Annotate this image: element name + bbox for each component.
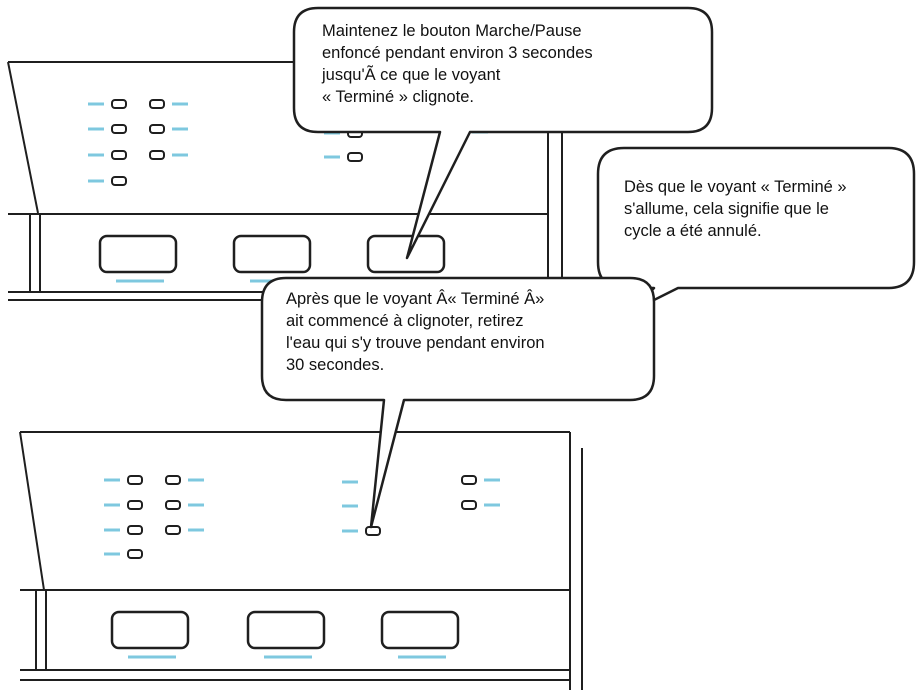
indicator-light [149,99,165,109]
indicator-row [461,500,500,510]
indicator-light [165,500,181,510]
indicator-light [127,525,143,535]
indicator-light [461,475,477,485]
panel-button [232,234,312,274]
right-callout-bubble [596,146,916,312]
indicator-light [461,500,477,510]
indicator-row [88,176,127,186]
callout-line: jusqu'Ã ce que le voyant [322,66,501,84]
indicator-row [104,500,204,510]
indicator-row [88,124,188,134]
callout-line: Dès que le voyant « Terminé » [624,178,847,196]
callout-line: enfoncé pendant environ 3 secondes [322,44,593,62]
indicator-row [324,152,363,162]
done-indicator-light [365,526,381,536]
indicator-light [111,99,127,109]
indicator-light [127,500,143,510]
indicator-light [347,152,363,162]
callout-line: Après que le voyant Â« Terminé Â» [286,290,545,308]
callout-line: l'eau qui s'y trouve pendant environ [286,334,545,352]
indicator-row [88,150,188,160]
top-callout-text: Maintenez le bouton Marche/Pause enfoncé… [322,20,593,108]
bottom-control-panel [19,431,583,690]
right-callout-text: Dès que le voyant « Terminé » s'allume, … [624,176,847,242]
panel-button [110,610,190,650]
callout-line: 30 secondes. [286,356,385,374]
bottom-panel-buttons [110,610,460,659]
bottom-panel-outline [19,431,571,690]
indicator-row [104,475,204,485]
indicator-light [165,525,181,535]
callout-line: cycle a été annulé. [624,222,762,240]
indicator-light [149,150,165,160]
panel-button [98,234,178,274]
bottom-panel-indicators [104,475,500,559]
indicator-light [111,176,127,186]
start-pause-button [366,234,446,274]
middle-callout-bubble [260,276,656,529]
indicator-light [165,475,181,485]
indicator-row [342,526,381,536]
bottom-panel-left-notch [35,590,47,670]
callout-line: « Terminé » clignote. [322,88,474,106]
callout-line: ait commencé à clignoter, retirez [286,312,524,330]
indicator-row [88,99,188,109]
indicator-row [461,475,500,485]
indicator-light [111,124,127,134]
indicator-light [149,124,165,134]
callout-line: s'allume, cela signifie que le [624,200,829,218]
top-panel-left-notch [29,214,41,292]
indicator-light [127,475,143,485]
indicator-light [111,150,127,160]
top-panel-buttons [98,234,446,283]
panel-button [380,610,460,650]
indicator-row [104,525,204,535]
indicator-row [104,549,143,559]
middle-callout-text: Après que le voyant Â« Terminé Â» ait co… [286,288,545,376]
top-callout-bubble [292,6,714,260]
callout-line: Maintenez le bouton Marche/Pause [322,22,582,40]
panel-button [246,610,326,650]
indicator-light [127,549,143,559]
